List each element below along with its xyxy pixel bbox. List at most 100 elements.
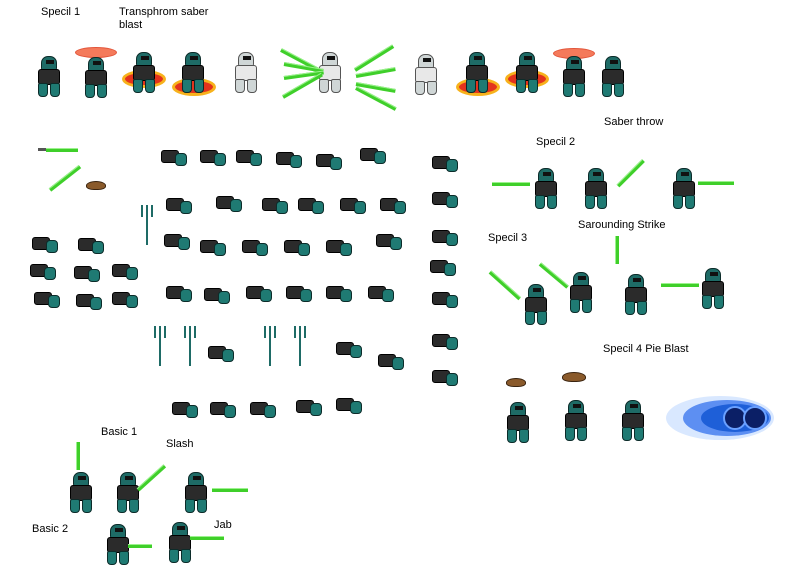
lightsaber-icon xyxy=(492,182,530,186)
sprite-pose-icon xyxy=(74,264,100,282)
sprite-pose-icon xyxy=(112,290,138,308)
sprite-pose-icon xyxy=(200,238,226,256)
lightsaber-icon xyxy=(212,488,248,492)
sprite-figure-icon xyxy=(502,402,532,443)
sprite-pose-icon xyxy=(326,238,352,256)
sprite-figure-icon xyxy=(565,272,595,313)
lightsaber-icon xyxy=(76,442,80,470)
sprite-pose-icon xyxy=(360,146,386,164)
sprite-pose-icon xyxy=(210,400,236,418)
lightsaber-icon xyxy=(488,270,522,301)
sprite-pose-icon xyxy=(340,196,366,214)
sprite-pose-icon xyxy=(286,284,312,302)
sprite-figure-icon xyxy=(668,168,698,209)
sprite-figure-icon xyxy=(511,52,541,93)
trident-icon xyxy=(152,326,168,366)
pie-icon xyxy=(562,372,586,382)
sprite-figure-icon xyxy=(80,57,110,98)
sprite-pose-icon xyxy=(250,400,276,418)
sprite-pose-icon xyxy=(430,258,456,276)
sprite-pose-icon xyxy=(200,148,226,166)
sprite-figure-icon xyxy=(461,52,491,93)
sprite-pose-icon xyxy=(336,340,362,358)
pie-icon xyxy=(86,181,106,190)
sprite-pose-icon xyxy=(284,238,310,256)
sprite-pose-icon xyxy=(204,286,230,304)
sprite-figure-icon xyxy=(33,56,63,97)
lightsaber-icon xyxy=(698,181,734,185)
sprite-pose-icon xyxy=(78,236,104,254)
label-specil-1: Specil 1 xyxy=(41,6,81,18)
sprite-pose-icon xyxy=(378,352,404,370)
sprite-figure-icon xyxy=(65,472,95,513)
sprite-pose-icon xyxy=(30,262,56,280)
sprite-pose-icon xyxy=(432,332,458,350)
sprite-figure-icon xyxy=(560,400,590,441)
sprite-pose-icon xyxy=(326,284,352,302)
sprite-figure-icon xyxy=(112,472,142,513)
sprite-pose-icon xyxy=(236,148,262,166)
sprite-pose-icon xyxy=(298,196,324,214)
label-specil-3: Specil 3 xyxy=(488,232,528,244)
sprite-pose-icon xyxy=(208,344,234,362)
lightsaber-icon xyxy=(190,536,224,540)
label-basic-1: Basic 1 xyxy=(101,426,138,438)
sprite-pose-icon xyxy=(432,190,458,208)
sprite-pose-icon xyxy=(76,292,102,310)
sprite-pose-icon xyxy=(432,228,458,246)
sprite-figure-icon xyxy=(530,168,560,209)
lightsaber-icon xyxy=(661,283,699,287)
sprite-pose-icon xyxy=(242,238,268,256)
label-transform-saber-blast: Transphrom saber blast xyxy=(119,6,209,31)
saber-hilt-icon xyxy=(38,148,46,151)
lightsaber-icon xyxy=(128,544,152,548)
sprite-figure-icon xyxy=(164,522,194,563)
sprite-figure-icon xyxy=(520,284,550,325)
sprite-figure-icon xyxy=(180,472,210,513)
lightsaber-icon xyxy=(355,67,396,78)
sprite-figure-silver-icon xyxy=(230,52,260,93)
sprite-pose-icon xyxy=(164,232,190,250)
blue-energy-blast-icon xyxy=(666,396,774,440)
sprite-figure-icon xyxy=(102,524,132,565)
sprite-figure-icon xyxy=(177,52,207,93)
sprite-pose-icon xyxy=(34,290,60,308)
trident-icon xyxy=(292,326,308,366)
label-basic-2: Basic 2 xyxy=(32,523,69,535)
sprite-pose-icon xyxy=(161,148,187,166)
sprite-pose-icon xyxy=(380,196,406,214)
label-specil-4-pie-blast: Specil 4 Pie Blast xyxy=(603,343,689,355)
sprite-pose-icon xyxy=(276,150,302,168)
trident-icon xyxy=(182,326,198,366)
sprite-figure-silver-icon xyxy=(410,54,440,95)
lightsaber-icon xyxy=(615,236,619,264)
label-slash: Slash xyxy=(166,438,194,450)
sprite-figure-icon xyxy=(597,56,627,97)
sprite-pose-icon xyxy=(166,284,192,302)
sprite-pose-icon xyxy=(368,284,394,302)
sprite-figure-icon xyxy=(558,56,588,97)
sprite-pose-icon xyxy=(246,284,272,302)
lightsaber-icon xyxy=(48,165,82,192)
sprite-pose-icon xyxy=(172,400,198,418)
label-jab: Jab xyxy=(214,519,232,531)
trident-icon xyxy=(139,205,155,245)
pie-icon xyxy=(506,378,526,387)
sprite-figure-icon xyxy=(620,274,650,315)
lightsaber-icon xyxy=(616,159,645,188)
sprite-pose-icon xyxy=(336,396,362,414)
sprite-pose-icon xyxy=(432,154,458,172)
label-specil-2: Specil 2 xyxy=(536,136,576,148)
sprite-pose-icon xyxy=(316,152,342,170)
sprite-figure-icon xyxy=(697,268,727,309)
sprite-pose-icon xyxy=(166,196,192,214)
sprite-pose-icon xyxy=(112,262,138,280)
sprite-pose-icon xyxy=(216,194,242,212)
sprite-figure-icon xyxy=(580,168,610,209)
sprite-figure-icon xyxy=(128,52,158,93)
sprite-pose-icon xyxy=(32,235,58,253)
sprite-pose-icon xyxy=(432,368,458,386)
sprite-pose-icon xyxy=(296,398,322,416)
trident-icon xyxy=(262,326,278,366)
label-sarounding-strike: Sarounding Strike xyxy=(578,219,666,231)
